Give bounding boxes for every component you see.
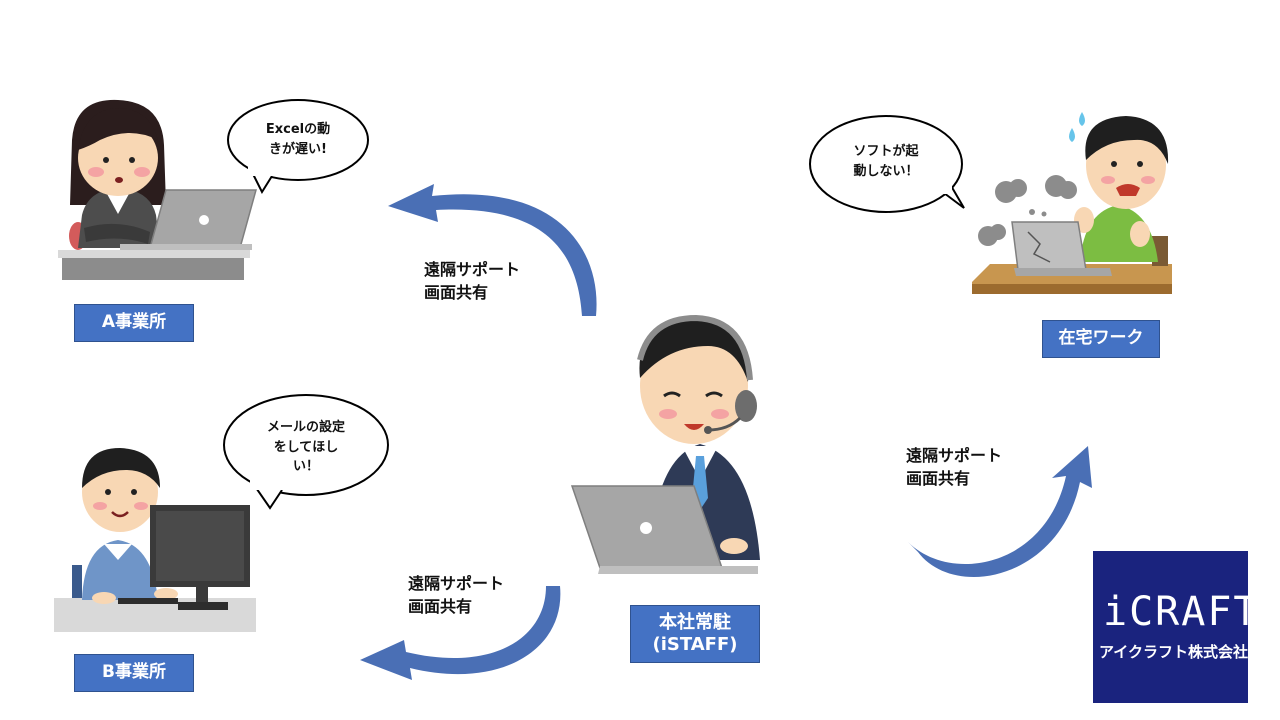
bubble-shape-home: [809, 115, 965, 213]
bubble-a-line2: きが遅い!: [269, 141, 327, 157]
arrow-to-b-office: [360, 586, 561, 680]
logo-subtitle: アイクラフト株式会社: [1099, 643, 1248, 661]
bubble-b-line2: をしてほし: [273, 439, 339, 455]
caption-to-b-office: 遠隔サポート 画面共有: [408, 572, 504, 618]
hq-staff-illustration: [570, 314, 760, 574]
a-office-worker-illustration: [58, 99, 257, 280]
caption-b-line2: 画面共有: [408, 597, 473, 617]
caption-to-a-office: 遠隔サポート 画面共有: [424, 258, 520, 304]
caption-home-line2: 画面共有: [906, 469, 971, 489]
bubble-shape-a: [227, 99, 369, 195]
label-home-work: 在宅ワーク: [1042, 320, 1160, 358]
arrow-to-home-work: [908, 446, 1092, 577]
bubble-home-line2: 動しない！: [853, 163, 919, 179]
home-worker-illustration: [972, 112, 1172, 294]
bubble-shape-b: [223, 394, 389, 510]
bubble-a-line1: Excelの動: [265, 122, 331, 137]
bubble-text-a-office: Excelの動 きが遅い!: [244, 120, 352, 159]
label-hq-line2: (iSTAFF): [652, 634, 738, 655]
icraft-logo: iCRAFT アイクラフト株式会社: [1093, 551, 1258, 703]
arrow-to-a-office: [388, 184, 597, 316]
caption-b-line1: 遠隔サポート: [408, 574, 505, 593]
caption-a-line1: 遠隔サポート: [424, 260, 521, 279]
bubble-b-line1: メールの設定: [266, 420, 345, 435]
b-office-worker-illustration: [54, 448, 256, 632]
caption-home-line1: 遠隔サポート: [906, 446, 1003, 465]
caption-a-line2: 画面共有: [424, 283, 489, 303]
caption-to-home-work: 遠隔サポート 画面共有: [906, 444, 1002, 490]
bubble-text-b-office: メールの設定 をしてほし い！: [240, 418, 372, 477]
label-hq-line1: 本社常駐: [659, 611, 731, 633]
label-a-office: A事業所: [74, 304, 194, 342]
bubble-home-line1: ソフトが起: [853, 144, 919, 159]
logo-word: iCRAFT: [1103, 589, 1260, 635]
bubble-b-line3: い！: [292, 459, 319, 474]
label-b-office: B事業所: [74, 654, 194, 692]
bubble-text-home-work: ソフトが起 動しない！: [826, 142, 946, 181]
label-hq: 本社常駐 (iSTAFF): [630, 605, 760, 663]
